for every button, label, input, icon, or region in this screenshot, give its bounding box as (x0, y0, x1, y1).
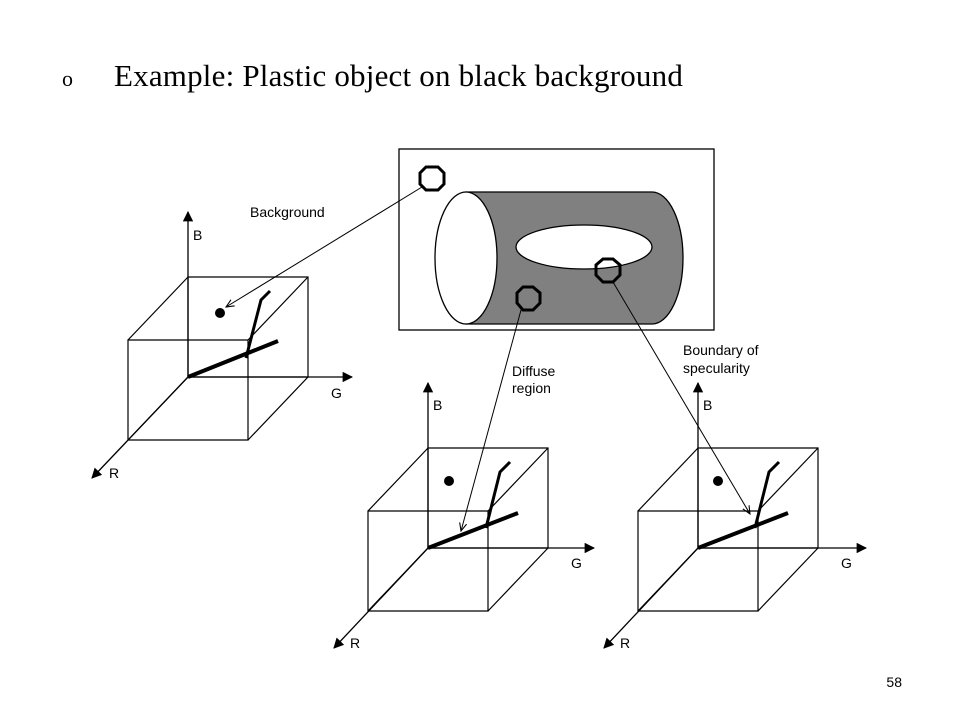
specular-highlight (515, 224, 653, 270)
background-sample-marker (418, 165, 446, 192)
r-axis (91, 376, 189, 479)
page-number: 58 (886, 674, 902, 690)
axis-label-g: G (841, 555, 852, 571)
r-axis (603, 547, 699, 649)
specular-line (484, 460, 512, 529)
axis-label-b: B (703, 397, 712, 413)
diffuse-line (187, 339, 279, 379)
background-arrow (226, 186, 423, 307)
cylinder-end-cap (434, 191, 498, 325)
rgb-cube-specular-boundary: B G R (603, 381, 868, 651)
label-diffuse-line2: region (512, 380, 551, 396)
label-boundary-line1: Boundary of (683, 342, 759, 358)
label-background: Background (250, 204, 325, 220)
axis-label-g: G (571, 555, 582, 571)
background-color-point (444, 476, 454, 486)
label-diffuse-line1: Diffuse (512, 363, 556, 379)
background-color-point (215, 308, 225, 318)
axis-label-r: R (109, 465, 119, 481)
slide-title: Example: Plastic object on black backgro… (114, 58, 684, 93)
rgb-cube-background: B G R (91, 210, 354, 481)
specular-line (244, 289, 272, 359)
object-image (398, 148, 715, 331)
diffuse-arrow (461, 309, 522, 531)
label-boundary-line2: specularity (683, 360, 750, 376)
specular-boundary-arrow (612, 281, 750, 514)
diffuse-sample-marker (515, 285, 542, 312)
axis-label-b: B (193, 227, 202, 243)
specular-line (753, 460, 781, 529)
diffuse-line (697, 511, 789, 550)
rgb-cube-diffuse: B G R (333, 381, 596, 651)
axis-label-b: B (433, 397, 442, 413)
diffuse-line (427, 511, 519, 550)
axis-label-r: R (620, 635, 630, 651)
r-axis (333, 547, 429, 649)
axis-label-r: R (350, 635, 360, 651)
bullet-icon: o (62, 66, 73, 91)
axis-label-g: G (331, 385, 342, 401)
slide-header: o Example: Plastic object on black backg… (62, 58, 683, 94)
background-color-point (713, 476, 723, 486)
